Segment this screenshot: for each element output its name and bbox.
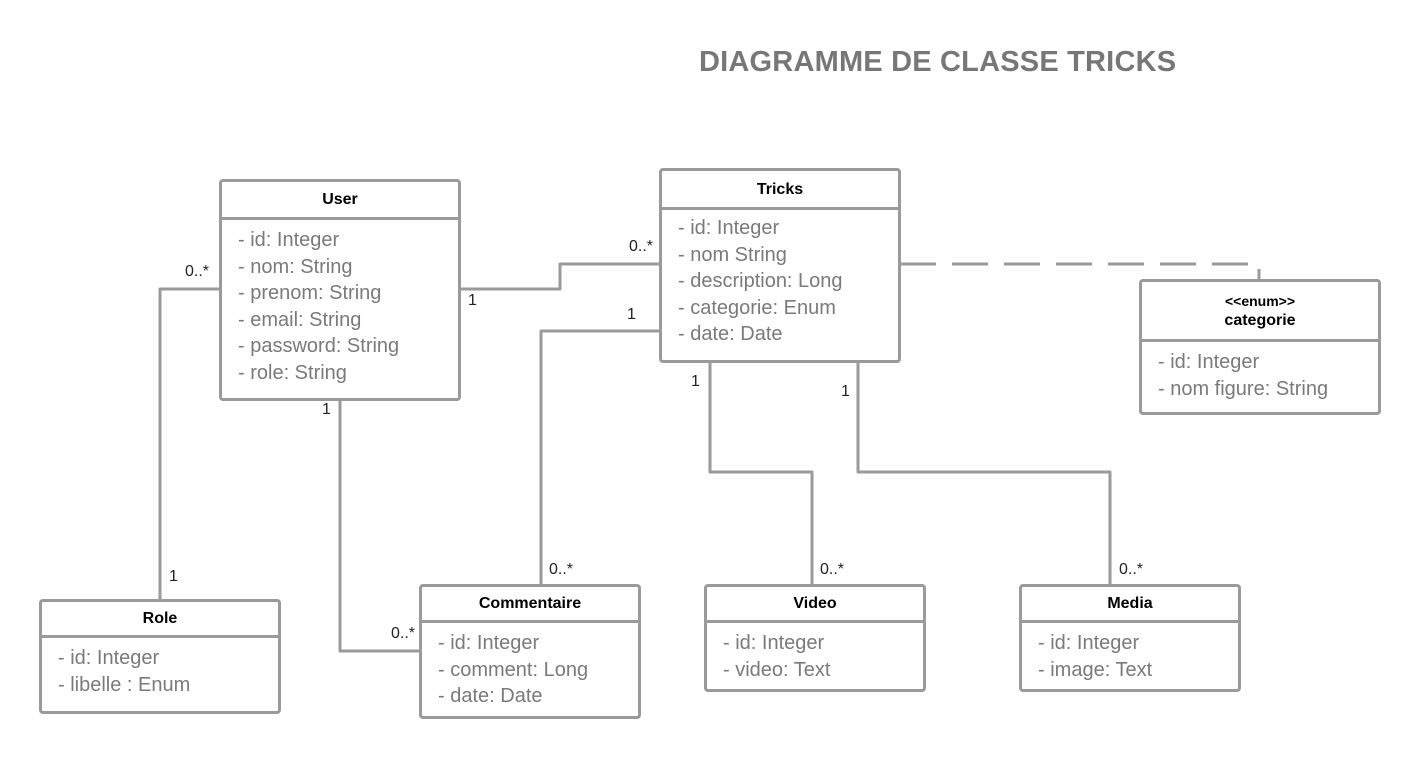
attribute: - date: Date: [438, 685, 543, 708]
connector-tricks-video: [708, 362, 814, 585]
class-media-attributes: - id: Integer - image: Text: [1022, 623, 1238, 683]
class-video-attributes: - id: Integer - video: Text: [707, 623, 923, 683]
class-commentaire-header: Commentaire: [422, 587, 638, 623]
class-user[interactable]: User - id: Integer - nom: String - preno…: [219, 179, 461, 401]
class-tricks-attributes: - id: Integer - nom String - description…: [662, 210, 898, 348]
class-media-name: Media: [1107, 595, 1153, 612]
class-tricks[interactable]: Tricks - id: Integer - nom String - desc…: [659, 168, 901, 363]
attribute: - date: Date: [678, 323, 783, 346]
connector-tricks-commentaire: [539, 329, 660, 585]
connector-user-commentaire: [338, 400, 420, 653]
multiplicity-tricks-media-tricks: 1: [841, 383, 850, 400]
class-video-name: Video: [793, 595, 837, 612]
class-role-name: Role: [142, 610, 178, 627]
multiplicity-tricks-media-media: 0..*: [1119, 561, 1144, 578]
attribute: - id: Integer: [678, 217, 780, 239]
multiplicity-user-commentaire-commentaire: 0..*: [391, 625, 416, 642]
class-commentaire[interactable]: Commentaire - id: Integer - comment: Lon…: [419, 584, 641, 719]
class-categorie-name: categorie: [1224, 311, 1296, 329]
attribute: - id: Integer: [58, 647, 160, 669]
multiplicity-user-tricks-user: 1: [468, 292, 477, 309]
connector-user-role: [158, 287, 220, 600]
attribute: - password: String: [238, 335, 400, 358]
class-tricks-header: Tricks: [662, 171, 898, 210]
multiplicity-tricks-video-video: 0..*: [820, 561, 845, 578]
class-commentaire-name: Commentaire: [478, 595, 582, 612]
attribute: - video: Text: [723, 658, 831, 681]
attribute: - nom String: [678, 243, 787, 266]
multiplicity-tricks-commentaire-tricks: 1: [627, 306, 636, 323]
class-user-attributes: - id: Integer - nom: String - prenom: St…: [222, 220, 458, 387]
connector-user-tricks: [460, 262, 660, 291]
multiplicity-user-commentaire-user: 1: [322, 401, 331, 418]
attribute: - comment: Long: [438, 658, 589, 681]
class-media-header: Media: [1022, 587, 1238, 623]
class-categorie-attributes: - id: Integer - nom figure: String: [1142, 342, 1378, 402]
class-video-header: Video: [707, 587, 923, 623]
attribute: - nom: String: [238, 255, 353, 278]
class-role[interactable]: Role - id: Integer - libelle : Enum: [39, 599, 281, 714]
diagram-title: DIAGRAMME DE CLASSE TRICKS: [699, 46, 1177, 78]
class-role-header: Role: [42, 602, 278, 638]
class-categorie[interactable]: <<enum>> categorie - id: Integer - nom f…: [1139, 279, 1381, 415]
class-video[interactable]: Video - id: Integer - video: Text: [704, 584, 926, 692]
class-user-header: User: [222, 182, 458, 220]
attribute: - id: Integer: [723, 632, 825, 654]
attribute: - categorie: Enum: [678, 296, 836, 319]
connector-tricks-media: [856, 362, 1112, 585]
attribute: - image: Text: [1038, 658, 1153, 681]
attribute: - description: Long: [678, 270, 843, 293]
class-tricks-name: Tricks: [756, 180, 804, 198]
attribute: - id: Integer: [438, 632, 540, 654]
class-media[interactable]: Media - id: Integer - image: Text: [1019, 584, 1241, 692]
class-role-attributes: - id: Integer - libelle : Enum: [42, 638, 278, 698]
multiplicity-user-role-user: 0..*: [185, 263, 210, 280]
attribute: - id: Integer: [238, 229, 340, 251]
multiplicity-tricks-commentaire-commentaire: 0..*: [549, 561, 574, 578]
attribute: - nom figure: String: [1158, 377, 1329, 400]
attribute: - role: String: [238, 361, 347, 384]
class-categorie-header: <<enum>> categorie: [1142, 282, 1378, 342]
multiplicity-user-tricks-tricks: 0..*: [629, 238, 654, 255]
multiplicity-user-role-role: 1: [169, 568, 178, 585]
multiplicity-tricks-video-tricks: 1: [691, 373, 700, 390]
connector-tricks-categorie-dashed: [900, 262, 1261, 280]
stereotype-label: <<enum>>: [1224, 292, 1296, 309]
class-commentaire-attributes: - id: Integer - comment: Long - date: Da…: [422, 623, 638, 710]
attribute: - libelle : Enum: [58, 673, 191, 696]
attribute: - prenom: String: [238, 282, 382, 305]
attribute: - id: Integer: [1158, 351, 1260, 373]
attribute: - id: Integer: [1038, 632, 1140, 654]
attribute: - email: String: [238, 308, 362, 331]
class-user-name: User: [322, 191, 358, 208]
